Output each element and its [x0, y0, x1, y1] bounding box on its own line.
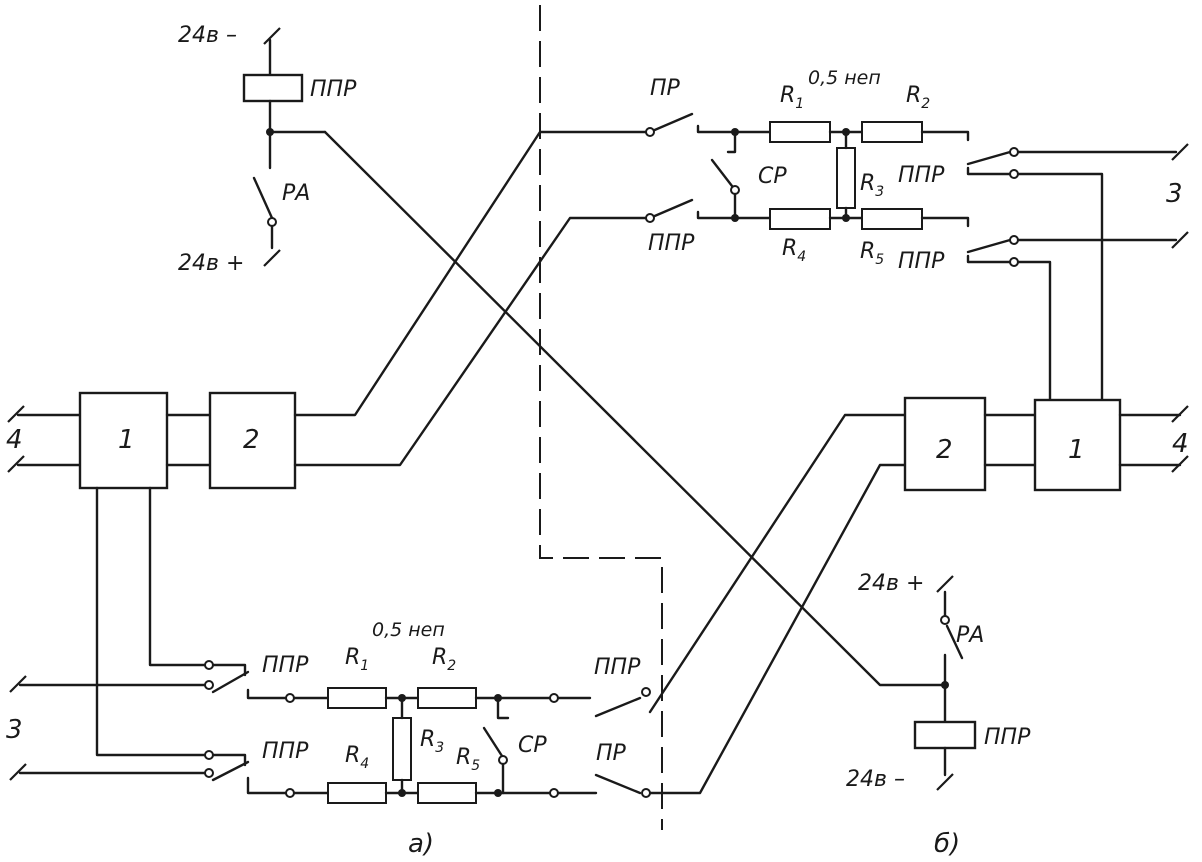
- ppr-label-top-right-a: ППР: [898, 163, 945, 188]
- ppr-label-top: ППР: [648, 231, 695, 256]
- resistor-r1-top: [769, 121, 831, 143]
- ppr-changeover-bottom-lower: [211, 760, 250, 782]
- ppr-label-bottom: ППР: [594, 655, 641, 680]
- ppr-relay-coil-left: [242, 73, 304, 103]
- pr-switch-bottom: [594, 773, 642, 795]
- resistor-r5-top: [861, 208, 923, 230]
- block-2-label-left: 2: [243, 425, 260, 455]
- r2-label-top: R2: [906, 83, 930, 112]
- attenuator-bottom: 0,5 неп R1 R2 R3 R4 R5 СР ППР ПР: [246, 619, 651, 804]
- block-2-right: [903, 396, 987, 492]
- ppr-label-top-right-b: ППР: [898, 249, 945, 274]
- ra-label-left: РА: [282, 181, 310, 206]
- sr-switch-top: [710, 158, 734, 188]
- r5-label-top: R5: [860, 239, 884, 268]
- resistor-r3-top: [836, 147, 856, 209]
- ppr-changeover-upper: [966, 150, 1012, 166]
- terminal-4-right-a: [1171, 405, 1189, 423]
- terminal-3-right-b: [1171, 231, 1189, 249]
- ra-contact-left: [252, 176, 274, 220]
- r3-label-top: R3: [860, 171, 884, 200]
- supply-minus-label-right: 24в –: [846, 767, 905, 792]
- supply-plus-terminal-left: [263, 249, 281, 267]
- pr-label-bottom: ПР: [596, 741, 627, 766]
- pr-switch-top: [648, 112, 694, 134]
- ppr-changeover-lower: [966, 238, 1012, 254]
- bottom-left-ppr-contacts: 3 ППР ППР: [6, 653, 309, 782]
- sr-label-top: СР: [758, 164, 787, 189]
- r1-label-top: R1: [780, 83, 804, 112]
- ppr-changeover-bottom-upper: [211, 670, 250, 694]
- r5-label-bottom: R5: [456, 745, 480, 774]
- supply-minus-label-left: 24в –: [178, 23, 237, 48]
- terminal-3-label-right: 3: [1166, 179, 1183, 209]
- line-left-upper: [293, 130, 652, 417]
- terminal-3-label-left: 3: [6, 715, 23, 745]
- r1-label-bottom: R1: [345, 645, 369, 674]
- right-blocks: 2 1 4: [648, 396, 1189, 795]
- resistor-r5-bottom: [417, 782, 477, 804]
- supply-plus-terminal-right: [936, 575, 954, 593]
- pr-label-top: ПР: [650, 76, 681, 101]
- caption-b: б): [934, 829, 960, 859]
- ra-contact-right: [945, 624, 964, 660]
- boundary-dashed-line: [539, 5, 663, 830]
- terminal-4-left-b: [7, 455, 25, 473]
- supply-minus-terminal-left: [263, 27, 281, 45]
- ra-label-right: РА: [956, 623, 984, 648]
- ppr-coil-label-right: ППР: [984, 725, 1031, 750]
- terminal-3-left-a: [9, 675, 27, 693]
- ppr-coil-label-left: ППР: [310, 77, 357, 102]
- attenuation-label-top: 0,5 неп: [808, 67, 881, 89]
- caption-a: а): [408, 829, 434, 859]
- block-2-left: [208, 391, 297, 490]
- ppr-label-bottom-left-b: ППР: [262, 739, 309, 764]
- terminal-3-right-a: [1171, 143, 1189, 161]
- ppr-label-bottom-left-a: ППР: [262, 653, 309, 678]
- relay-cross-wire: [323, 130, 947, 687]
- block-1-left: [78, 391, 169, 490]
- r4-label-top: R4: [782, 236, 806, 265]
- top-left-relay: 24в – ППР РА 24в +: [178, 23, 357, 276]
- r3-label-bottom: R3: [420, 727, 444, 756]
- ppr-switch-bottom: [594, 696, 642, 718]
- block-2-label-right: 2: [936, 435, 953, 465]
- resistor-r3-bottom: [392, 717, 412, 781]
- sr-switch-bottom: [482, 726, 504, 758]
- terminal-4-label-right: 4: [1172, 429, 1189, 459]
- left-blocks: 4 1 2: [6, 130, 652, 757]
- resistor-r1-bottom: [327, 687, 387, 709]
- r2-label-bottom: R2: [432, 645, 456, 674]
- resistor-r4-bottom: [327, 782, 387, 804]
- terminal-4-left-a: [7, 405, 25, 423]
- block-1-label-left: 1: [118, 425, 135, 455]
- attenuator-top: ПР ППР СР R1 0,5 неп R2 R3 R4 R5: [645, 67, 970, 268]
- terminal-3-left-b: [9, 763, 27, 781]
- ppr-switch-top: [648, 198, 694, 220]
- resistor-r2-bottom: [417, 687, 477, 709]
- supply-plus-label-left: 24в +: [178, 251, 244, 276]
- bottom-right-relay: 24в + РА ППР 24в –: [846, 571, 1031, 792]
- sr-label-bottom: СР: [518, 733, 547, 758]
- ppr-relay-coil-right: [913, 720, 977, 750]
- block-1-label-right: 1: [1068, 435, 1085, 465]
- resistor-r4-top: [769, 208, 831, 230]
- attenuation-label-bottom: 0,5 неп: [372, 619, 445, 641]
- line-right-upper: [648, 413, 907, 714]
- top-right-ppr-contacts: 3 ППР ППР: [898, 143, 1189, 402]
- line-left-lower: [293, 216, 652, 467]
- resistor-r2-top: [861, 121, 923, 143]
- supply-plus-label-right: 24в +: [858, 571, 924, 596]
- line-right-lower: [648, 463, 907, 795]
- r4-label-bottom: R4: [345, 743, 369, 772]
- terminal-4-label-left: 4: [6, 425, 23, 455]
- supply-minus-terminal-right: [936, 773, 954, 791]
- terminal-4-right-b: [1171, 455, 1189, 473]
- block-1-right: [1033, 398, 1122, 492]
